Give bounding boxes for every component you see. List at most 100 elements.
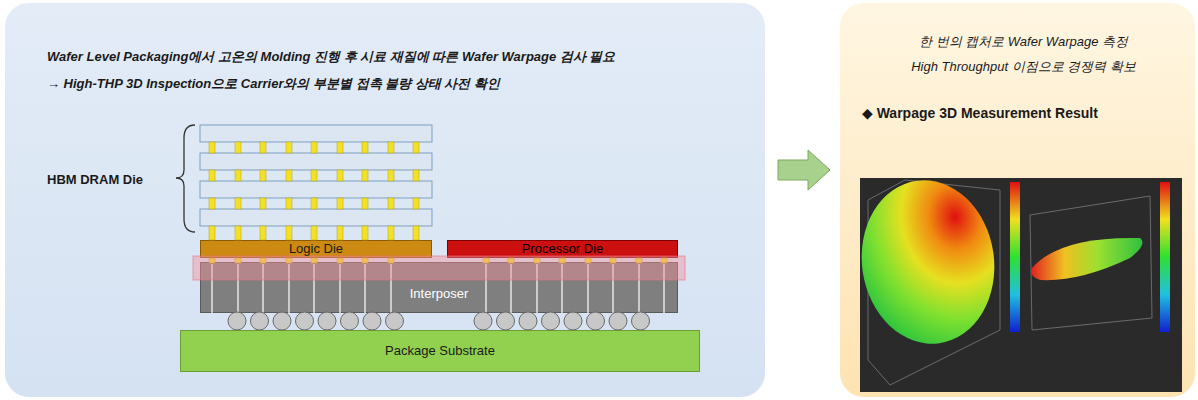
color-scale-bar [1010, 182, 1020, 332]
micro-bump [636, 258, 642, 263]
micro-bump [362, 258, 368, 263]
processor-die: Processor Die [447, 240, 678, 258]
micro-bump [610, 258, 616, 263]
solder-ball [474, 312, 492, 330]
micro-bump [362, 170, 368, 181]
bounding-box-line [1030, 196, 1152, 330]
micro-bump [235, 198, 241, 209]
solder-ball [341, 312, 359, 330]
through-via [364, 264, 365, 313]
micro-bump [483, 258, 489, 263]
box-label: Interposer [410, 273, 469, 302]
micro-bump [260, 198, 266, 209]
panel-text: → High-THP 3D Inspection으로 Carrier와의 부분별… [47, 70, 745, 97]
through-via [339, 264, 340, 313]
through-via [638, 264, 639, 313]
micro-bump [235, 258, 241, 263]
through-via [262, 264, 263, 313]
solder-ball [497, 312, 515, 330]
through-via [663, 264, 664, 313]
micro-bump [260, 258, 266, 263]
through-via [390, 264, 391, 313]
micro-bump [209, 170, 215, 181]
micro-bump [260, 170, 266, 181]
micro-bump [413, 170, 419, 181]
micro-bump [235, 142, 241, 153]
micro-bump [209, 142, 215, 153]
warpage-map-side [1031, 238, 1142, 280]
panel-text: Wafer Level Packaging에서 고온의 Molding 진행 후… [47, 43, 745, 70]
through-via [561, 264, 562, 313]
interposer: Interposer [200, 262, 678, 313]
solder-ball [296, 312, 314, 330]
through-via [536, 264, 537, 313]
bracket [176, 125, 195, 232]
dram-die [200, 153, 432, 170]
dram-die [200, 181, 432, 198]
through-via [288, 264, 289, 313]
solder-ball [251, 312, 269, 330]
through-via [313, 264, 314, 313]
through-via [211, 264, 212, 313]
micro-bump [413, 198, 419, 209]
right-panel: 한 번의 캡처로 Wafer Warpage 측정High Throughput… [840, 3, 1195, 397]
micro-bump [337, 258, 343, 263]
micro-bump [388, 142, 394, 153]
micro-bump [388, 170, 394, 181]
micro-bump [260, 142, 266, 153]
micro-bump [286, 226, 292, 240]
color-scale-bar [1160, 182, 1170, 332]
micro-bump [286, 142, 292, 153]
solder-ball [228, 312, 246, 330]
micro-bump [337, 226, 343, 240]
contact-highlight-band [193, 256, 685, 280]
micro-bump [413, 226, 419, 240]
through-via [510, 264, 511, 313]
micro-bump [337, 142, 343, 153]
warpage-map-top [851, 172, 1005, 353]
micro-bump [311, 198, 317, 209]
block-arrow [778, 150, 830, 190]
micro-bump [311, 170, 317, 181]
through-via [587, 264, 588, 313]
micro-bump [559, 258, 565, 263]
label-holder: HBM DRAM Die [47, 170, 143, 188]
solder-ball [587, 312, 605, 330]
box-label: Logic Die [289, 242, 343, 257]
micro-bump [337, 170, 343, 181]
micro-bump [388, 198, 394, 209]
right-panel-ground [840, 3, 1195, 397]
solder-ball [564, 312, 582, 330]
micro-bump [585, 258, 591, 263]
solder-ball [273, 312, 291, 330]
logic-die: Logic Die [200, 240, 432, 258]
dram-die [200, 125, 432, 142]
solder-ball [519, 312, 537, 330]
micro-bump [362, 226, 368, 240]
solder-ball [386, 312, 404, 330]
through-via [612, 264, 613, 313]
micro-bump [362, 198, 368, 209]
micro-bump [388, 258, 394, 263]
solder-ball [542, 312, 560, 330]
micro-bump [209, 198, 215, 209]
box-label: Processor Die [522, 242, 604, 257]
micro-bump [209, 258, 215, 263]
micro-bump [311, 226, 317, 240]
micro-bump [286, 170, 292, 181]
micro-bump [286, 258, 292, 263]
solder-ball [318, 312, 336, 330]
part-label: HBM DRAM Die [47, 172, 143, 187]
micro-bump [286, 198, 292, 209]
micro-bump [311, 258, 317, 263]
micro-bump [508, 258, 514, 263]
micro-bump [209, 226, 215, 240]
micro-bump [413, 142, 419, 153]
micro-bump [661, 258, 667, 263]
micro-bump [235, 226, 241, 240]
through-via [485, 264, 486, 313]
micro-bump [311, 142, 317, 153]
dram-die [200, 209, 432, 226]
